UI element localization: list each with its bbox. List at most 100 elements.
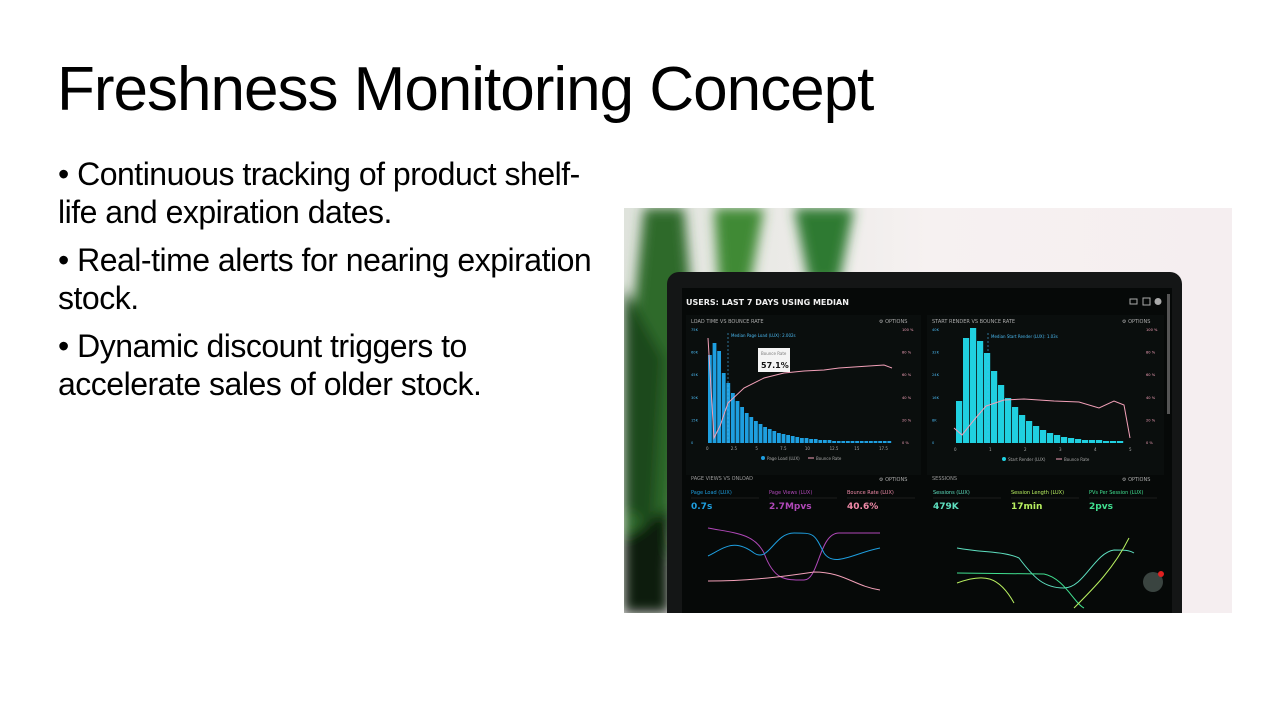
metric-label: Page Views (LUX) bbox=[769, 490, 812, 496]
histogram-bar bbox=[1110, 441, 1117, 443]
axis-tick-label: 40 % bbox=[1146, 396, 1156, 400]
axis-tick-label: 75K bbox=[691, 328, 699, 332]
metric-value: 2pvs bbox=[1089, 502, 1113, 512]
histogram-bar bbox=[1075, 439, 1082, 443]
histogram-bar bbox=[1089, 440, 1096, 443]
metric-value: 17min bbox=[1011, 502, 1042, 512]
axis-tick-label: 80 % bbox=[1146, 351, 1156, 355]
histogram-bar bbox=[809, 439, 813, 443]
histogram-bar bbox=[991, 371, 998, 443]
svg-text:⚙ OPTIONS: ⚙ OPTIONS bbox=[879, 319, 907, 325]
axis-tick-label: 100 % bbox=[1146, 328, 1158, 332]
svg-text:PAGE VIEWS VS ONLOAD: PAGE VIEWS VS ONLOAD bbox=[691, 476, 753, 482]
bullet-item: • Real-time alerts for nearing expiratio… bbox=[58, 242, 592, 316]
histogram-bar bbox=[873, 441, 878, 443]
axis-tick-label: 16K bbox=[932, 396, 940, 400]
slide-title: Freshness Monitoring Concept bbox=[57, 55, 874, 124]
axis-tick-label: 17.5 bbox=[879, 446, 888, 451]
histogram-bar bbox=[818, 440, 823, 443]
axis-tick-label: 20 % bbox=[902, 418, 912, 422]
header-icons bbox=[1129, 297, 1162, 306]
axis-tick-label: 60 % bbox=[902, 373, 912, 377]
histogram-bar bbox=[1040, 430, 1047, 443]
histogram-bar bbox=[878, 441, 882, 443]
histogram-bar bbox=[754, 421, 758, 443]
histogram-bar bbox=[864, 441, 869, 443]
histogram-bar bbox=[1068, 438, 1075, 443]
histogram-bar bbox=[804, 438, 809, 443]
bullet-item: • Continuous tracking of product shelf-l… bbox=[58, 156, 580, 230]
axis-tick-label: 8K bbox=[932, 418, 937, 422]
metric-label: Page Load (LUX) bbox=[691, 490, 732, 496]
histogram-bar bbox=[1026, 421, 1033, 443]
metric-label: Session Length (LUX) bbox=[1011, 490, 1064, 496]
histogram-bar bbox=[708, 355, 712, 443]
panel-load-time: LOAD TIME VS BOUNCE RATE ⚙ OPTIONS Media… bbox=[686, 315, 921, 475]
histogram-bar bbox=[790, 436, 795, 443]
monitor-icon bbox=[1129, 298, 1138, 305]
histogram-bar bbox=[963, 338, 970, 443]
histogram-bar bbox=[1033, 426, 1040, 443]
axis-tick-label: 0 bbox=[706, 446, 709, 451]
scrollbar[interactable] bbox=[1167, 294, 1170, 414]
metric-label: Bounce Rate (LUX) bbox=[847, 490, 894, 496]
axis-tick-label: 0 bbox=[954, 447, 957, 452]
histogram-bar bbox=[846, 441, 850, 443]
svg-text:⚙ OPTIONS: ⚙ OPTIONS bbox=[1122, 477, 1150, 483]
svg-text:Page Load (LUX): Page Load (LUX) bbox=[767, 456, 800, 461]
histogram-bar bbox=[721, 373, 726, 443]
histogram-bar bbox=[731, 393, 735, 443]
metric-label: PVs Per Session (LUX) bbox=[1089, 490, 1143, 496]
histogram-bar bbox=[998, 385, 1005, 443]
chat-icon[interactable] bbox=[1143, 572, 1163, 592]
svg-text:SESSIONS: SESSIONS bbox=[932, 476, 957, 482]
histogram-bar bbox=[712, 343, 717, 443]
svg-text:Bounce Rate: Bounce Rate bbox=[1064, 457, 1090, 462]
histogram-bar bbox=[823, 440, 827, 443]
metric-value: 0.7s bbox=[691, 502, 712, 512]
panel-sessions: SESSIONS ⚙ OPTIONS Sessions (LUX)479KSes… bbox=[932, 476, 1164, 609]
svg-text:Start Render (LUX): Start Render (LUX) bbox=[1008, 457, 1046, 462]
notification-badge bbox=[1158, 571, 1164, 577]
axis-tick-label: 5 bbox=[755, 446, 758, 451]
histogram-bar bbox=[859, 441, 864, 443]
axis-tick-label: 12.5 bbox=[830, 446, 839, 451]
histogram-bar bbox=[772, 431, 777, 443]
histogram-bar bbox=[827, 440, 832, 443]
panel-start-render: START RENDER VS BOUNCE RATE ⚙ OPTIONS Me… bbox=[927, 315, 1164, 475]
histogram-bar bbox=[744, 413, 749, 443]
axis-tick-label: 4 bbox=[1094, 447, 1097, 452]
histogram-bar bbox=[841, 441, 846, 443]
axis-tick-label: 45K bbox=[691, 373, 699, 377]
histogram-bar bbox=[1019, 415, 1026, 443]
histogram-bar bbox=[1082, 440, 1089, 443]
histogram-bar bbox=[836, 441, 841, 443]
histogram-bar bbox=[984, 353, 991, 443]
axis-tick-label: 2 bbox=[1024, 447, 1027, 452]
axis-tick-label: 60K bbox=[691, 351, 699, 355]
histogram-bar bbox=[970, 328, 977, 443]
svg-text:⚙ OPTIONS: ⚙ OPTIONS bbox=[1122, 319, 1150, 325]
svg-text:57.1%: 57.1% bbox=[761, 361, 789, 370]
axis-tick-label: 60 % bbox=[1146, 373, 1156, 377]
histogram-bar bbox=[832, 441, 836, 443]
histogram-bar bbox=[882, 441, 887, 443]
histogram-bar bbox=[956, 401, 963, 443]
axis-tick-label: 3 bbox=[1059, 447, 1062, 452]
axis-tick-label: 15 bbox=[854, 446, 860, 451]
svg-text:Bounce Rate: Bounce Rate bbox=[761, 351, 787, 356]
histogram-bar bbox=[735, 401, 740, 443]
histogram-bar bbox=[758, 424, 763, 443]
metric-value: 479K bbox=[933, 502, 960, 512]
axis-tick-label: 24K bbox=[932, 373, 940, 377]
histogram-bar bbox=[717, 351, 721, 443]
axis-tick-label: 100 % bbox=[902, 328, 914, 332]
histogram-bar bbox=[1047, 433, 1054, 443]
histogram-bar bbox=[749, 417, 754, 443]
svg-text:Median Page Load (LUX): 2.002s: Median Page Load (LUX): 2.002s bbox=[731, 333, 796, 338]
dashboard-laptop-photo: USERS: LAST 7 DAYS USING MEDIAN LOAD TIM… bbox=[624, 208, 1232, 613]
bullet-item: • Dynamic discount triggers to accelerat… bbox=[58, 328, 482, 402]
metric-value: 2.7Mpvs bbox=[769, 502, 812, 512]
axis-tick-label: 40K bbox=[932, 328, 940, 332]
axis-tick-label: 0 bbox=[932, 441, 935, 445]
